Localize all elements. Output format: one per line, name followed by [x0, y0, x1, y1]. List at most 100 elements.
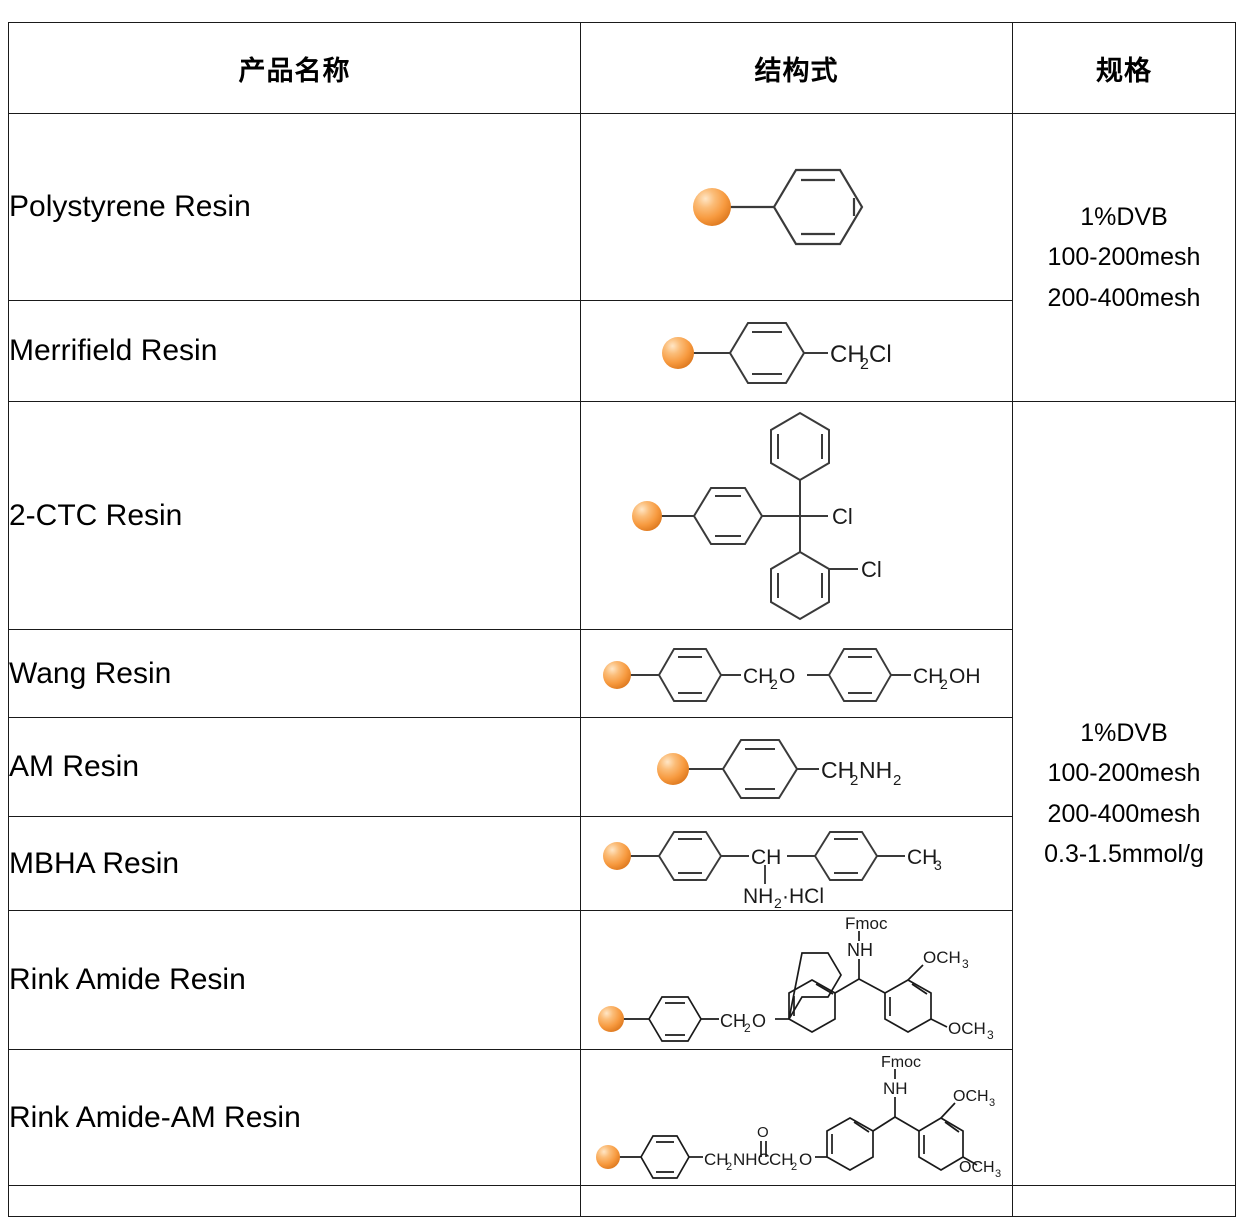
molecule-rink-amide-am-svg: CH 2 NHC CH 2 O O Fmoc NH OCH 3 OCH: [595, 1054, 1001, 1180]
header-product-name: 产品名称: [8, 22, 581, 114]
label-rinkam-carbonyl-o: O: [757, 1124, 769, 1141]
label-am-ch2-c: CH: [821, 757, 854, 783]
product-name-am: AM Resin: [8, 717, 581, 817]
spec-line: 1%DVB: [1080, 718, 1168, 747]
label-mbha-ch3-sub: 3: [934, 857, 942, 873]
resin-bead-icon: [661, 337, 694, 369]
label-rinkam-ch2: CH: [704, 1150, 729, 1169]
label-wang-ch2-c: CH: [743, 665, 773, 688]
header-structure: 结构式: [580, 22, 1013, 114]
molecule-2ctc-svg: Cl Cl: [631, 411, 882, 621]
structure-rink-amide-am: CH 2 NHC CH 2 O O Fmoc NH OCH 3 OCH: [580, 1049, 1013, 1186]
label-am-nh2-sub: 2: [893, 772, 901, 789]
product-name-wang: Wang Resin: [8, 629, 581, 718]
spec-line: 0.3-1.5mmol/g: [1044, 840, 1204, 868]
product-name-rink-amide: Rink Amide Resin: [8, 910, 581, 1050]
label-rinkam-och3-bot-sub: 3: [995, 1168, 1001, 1180]
label-ch2cl-cl: Cl: [869, 341, 892, 368]
structure-polystyrene: [580, 113, 1013, 301]
label-mbha-ch: CH: [751, 846, 781, 869]
label-wang-o: O: [779, 665, 795, 688]
structure-rink-amide: CH 2 O Fmoc NH OCH 3 OCH 3: [580, 910, 1013, 1050]
label-rink-ch2-sub: 2: [744, 1021, 751, 1035]
table-row: Wang Resin: [8, 629, 1236, 718]
label-rinkam-och3-top-sub: 3: [989, 1097, 995, 1109]
table-row: Rink Amide-AM Resin: [8, 1049, 1236, 1186]
table-row: 2-CTC Resin: [8, 401, 1236, 1186]
spec-line: 1%DVB: [1080, 202, 1168, 231]
label-wang-ch2-sub: 2: [770, 676, 778, 692]
label-rinkam-ch2-sub: 2: [726, 1161, 732, 1173]
label-rinkam-nhc: NHC: [733, 1150, 770, 1169]
label-rinkam-ch2b: CH: [769, 1150, 794, 1169]
spec-line: 100-200mesh: [1047, 243, 1201, 272]
label-mbha-ch3-c: CH: [907, 846, 937, 869]
label-wang-ch2oh-oh: OH: [949, 665, 981, 688]
structure-merrifield: CH 2 Cl: [580, 300, 1013, 402]
label-am-nh2-n: NH: [859, 757, 892, 783]
label-rinkam-och3-bot: OCH: [959, 1159, 995, 1176]
structure-mbha: CH NH 2 ·HCl CH 3: [580, 816, 1013, 911]
label-rinkam-o: O: [799, 1150, 812, 1169]
product-name-mbha: MBHA Resin: [8, 816, 581, 911]
molecule-rink-amide-svg: CH 2 O Fmoc NH OCH 3 OCH 3: [597, 915, 994, 1042]
resin-bead-icon: [656, 753, 689, 785]
spec-line: 200-400mesh: [1047, 283, 1201, 312]
spec-line: 200-400mesh: [1047, 799, 1201, 828]
label-cl-ortho: Cl: [861, 557, 882, 582]
label-rink-o: O: [752, 1011, 766, 1031]
resin-bead-icon: [692, 188, 731, 226]
product-name-2ctc: 2-CTC Resin: [8, 401, 581, 630]
molecule-merrifield-svg: CH 2 Cl: [661, 322, 892, 384]
product-name-merrifield: Merrifield Resin: [8, 300, 581, 402]
resin-bead-icon: [597, 1006, 624, 1032]
molecule-wang-svg: CH 2 O CH 2 OH: [602, 647, 981, 702]
label-rink-ch2-c: CH: [720, 1011, 746, 1031]
resin-bead-icon: [602, 660, 631, 689]
table-row: Polystyrene Resin: [8, 113, 1236, 402]
table-row: Rink Amide Resin: [8, 910, 1236, 1050]
label-mbha-nh2-sub: 2: [774, 895, 782, 908]
resin-bead-icon: [602, 841, 631, 870]
label-am-ch2-sub: 2: [850, 772, 858, 789]
label-rink-och3-top: OCH: [923, 948, 961, 967]
table-row: MBHA Resin: [8, 816, 1236, 911]
label-ch2cl-c: CH: [830, 341, 865, 368]
label-rink-och3-bot: OCH: [948, 1019, 986, 1038]
label-rink-och3-bot-sub: 3: [987, 1028, 994, 1042]
structure-am: CH 2 NH 2: [580, 717, 1013, 817]
label-rink-fmoc: Fmoc: [845, 915, 888, 933]
label-mbha-nh2-n: NH: [743, 885, 773, 908]
molecule-polystyrene-svg: [692, 168, 863, 246]
label-rinkam-ch2b-sub: 2: [791, 1161, 797, 1173]
label-rink-och3-top-sub: 3: [962, 957, 969, 971]
label-mbha-hcl: ·HCl: [782, 885, 824, 908]
partial-structure-cell: [580, 1185, 1013, 1217]
structure-2ctc: Cl Cl: [580, 401, 1013, 630]
label-rinkam-och3-top: OCH: [953, 1088, 989, 1105]
page-canvas: 产品名称 结构式 规格 Polystyrene Resin: [8, 22, 1236, 1217]
spec-line: 100-200mesh: [1047, 759, 1201, 787]
table-row: AM Resin CH: [8, 717, 1236, 817]
molecule-am-svg: CH 2 NH 2: [656, 739, 901, 799]
partial-name-cell: [8, 1185, 581, 1217]
structure-wang: CH 2 O CH 2 OH: [580, 629, 1013, 718]
product-table: 产品名称 结构式 规格 Polystyrene Resin: [8, 22, 1236, 1217]
label-wang-ch2oh-c: CH: [913, 665, 943, 688]
table-header-row: 产品名称 结构式 规格: [8, 22, 1236, 114]
label-ch2cl-sub: 2: [860, 356, 869, 373]
spec-cell-first: 1%DVB 100-200mesh 200-400mesh: [1012, 113, 1236, 402]
label-cl-center: Cl: [832, 504, 853, 529]
molecule-mbha-svg: CH NH 2 ·HCl CH 3: [602, 830, 942, 908]
label-rinkam-fmoc: Fmoc: [881, 1054, 921, 1071]
product-name-rink-amide-am: Rink Amide-AM Resin: [8, 1049, 581, 1186]
table-row: Merrifield Resin CH: [8, 300, 1236, 402]
label-rink-nh: NH: [847, 940, 873, 960]
table-row-partial: [8, 1185, 1236, 1217]
partial-spec-cell: [1012, 1185, 1236, 1217]
header-specification: 规格: [1012, 22, 1236, 114]
resin-bead-icon: [595, 1144, 620, 1169]
resin-bead-icon: [631, 501, 662, 531]
label-rinkam-nh: NH: [883, 1079, 908, 1098]
product-name-polystyrene: Polystyrene Resin: [8, 113, 581, 301]
